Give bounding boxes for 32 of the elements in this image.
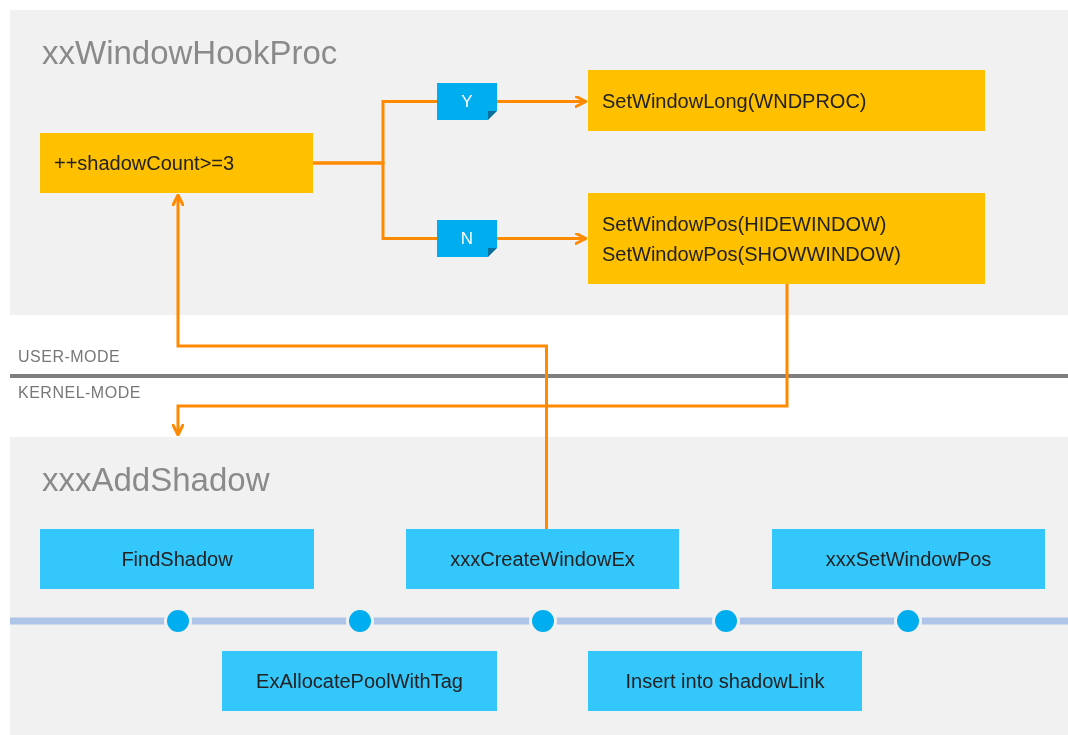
panel-title: xxxAddShadow bbox=[42, 461, 270, 499]
box-label: FindShadow bbox=[121, 547, 233, 572]
function-box bbox=[406, 529, 679, 589]
box-label: xxxCreateWindowEx bbox=[450, 547, 635, 572]
function-box bbox=[772, 529, 1045, 589]
branch-tag bbox=[437, 83, 497, 120]
function-box bbox=[588, 651, 862, 711]
function-box bbox=[222, 651, 497, 711]
section-panel bbox=[10, 10, 1068, 315]
box-label: Y bbox=[461, 90, 473, 113]
box-label: Insert into shadowLink bbox=[625, 669, 825, 694]
mode-label: KERNEL-MODE bbox=[18, 384, 141, 402]
box-label: ExAllocatePoolWithTag bbox=[256, 669, 463, 694]
panel-title: xxWindowHookProc bbox=[42, 34, 338, 72]
function-box bbox=[40, 529, 314, 589]
box-label: ++shadowCount>=3 bbox=[54, 151, 235, 176]
arrow bbox=[171, 193, 548, 529]
branch-tag bbox=[437, 220, 497, 257]
box-label: xxxSetWindowPos bbox=[825, 547, 992, 572]
box-label: SetWindowPos(HIDEWINDOW) bbox=[602, 211, 887, 237]
box-label: N bbox=[460, 227, 474, 250]
box-label: SetWindowLong(WNDPROC) bbox=[602, 88, 867, 114]
section-panel bbox=[10, 437, 1068, 735]
arrow bbox=[497, 95, 588, 108]
process-box bbox=[588, 70, 985, 131]
process-box bbox=[588, 193, 985, 284]
arrow bbox=[497, 232, 588, 245]
connector-line bbox=[313, 161, 437, 240]
box-label: SetWindowPos(SHOWWINDOW) bbox=[602, 241, 901, 267]
process-box bbox=[40, 133, 313, 193]
mode-label: USER-MODE bbox=[18, 348, 121, 366]
arrow bbox=[171, 284, 789, 437]
